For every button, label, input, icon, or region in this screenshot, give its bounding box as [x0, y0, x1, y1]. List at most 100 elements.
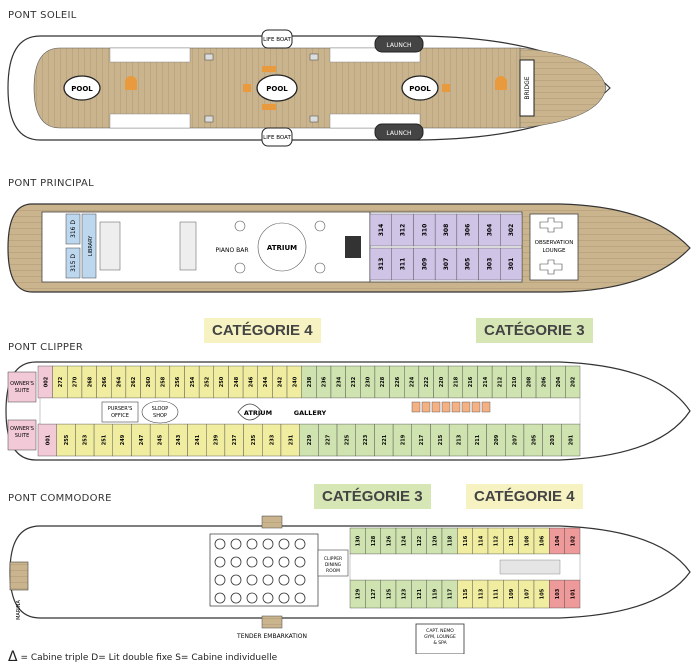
pool-center-label: POOL [266, 85, 288, 93]
cabin-label-216: 216 [468, 376, 474, 387]
cabin-label-117: 117 [448, 588, 454, 599]
cabin-label-101: 101 [570, 588, 576, 599]
dining-table [230, 556, 242, 568]
cabin-label-256: 256 [175, 376, 181, 387]
cabin-label-246: 246 [248, 376, 254, 387]
cabin-label-258: 258 [161, 376, 167, 387]
dining-table [262, 592, 274, 604]
cabin-label-208: 208 [527, 376, 533, 387]
cabin-label-112: 112 [494, 535, 500, 546]
cabin-label-213: 213 [457, 434, 463, 445]
cabin-label-206: 206 [541, 376, 547, 387]
cabin-label-104: 104 [555, 535, 561, 546]
clipper-dining-label-2: DINING [325, 562, 342, 568]
cabin-label-217: 217 [419, 434, 425, 445]
cabin-label-311: 311 [400, 258, 407, 271]
cabin-label-312: 312 [400, 224, 407, 237]
sloop-label: SLOOP [152, 406, 169, 412]
cabin-label-124: 124 [402, 535, 408, 546]
dining-table [278, 574, 290, 586]
cabin-label-307: 307 [443, 258, 450, 271]
cabin-label-106: 106 [540, 535, 546, 546]
cabin-label-130: 130 [356, 535, 362, 546]
cabin-label-218: 218 [453, 376, 459, 387]
pool-right-label: POOL [409, 85, 431, 93]
pursers-label-2: OFFICE [111, 413, 129, 419]
cabin-label-234: 234 [336, 376, 342, 387]
dining-table [214, 538, 226, 550]
cabin-label-252: 252 [204, 376, 210, 387]
cabin-label-227: 227 [326, 434, 332, 445]
cabin-label-119: 119 [432, 588, 438, 599]
dining-table [294, 538, 306, 550]
clipper-dining-label-3: ROOM [326, 568, 340, 574]
marina-label: MARINA [16, 599, 22, 619]
spa-label-2: GYM, LOUNGE [424, 634, 456, 640]
cabin-label-314: 314 [378, 224, 385, 237]
cabin-label-214: 214 [483, 376, 489, 387]
cabin-label-202: 202 [571, 376, 577, 387]
cabin-301 [500, 247, 523, 281]
cabin-label-115: 115 [463, 588, 469, 599]
dining-table [214, 556, 226, 568]
cabin-label-254: 254 [190, 376, 196, 387]
cabin-label-120: 120 [432, 535, 438, 546]
cabin-label-220: 220 [439, 376, 445, 387]
cabin-label-268: 268 [87, 376, 93, 387]
cabin-label-126: 126 [386, 535, 392, 546]
suite-315 [65, 247, 81, 279]
cabin-label-108: 108 [524, 535, 530, 546]
cabin-label-212: 212 [497, 376, 503, 387]
cabin-label-127: 127 [371, 588, 377, 599]
cabin-label-270: 270 [73, 376, 79, 387]
cabin-label-222: 222 [424, 376, 430, 387]
cabin-label-262: 262 [131, 376, 137, 387]
cabin-label-237: 237 [232, 434, 238, 445]
cabin-label-247: 247 [139, 434, 145, 445]
lifeboat-top-label: LIFE BOAT [263, 37, 291, 43]
cabin-label-230: 230 [366, 376, 372, 387]
cabin-302 [500, 213, 523, 247]
deck-commodore-plan: MARINA CLIPPER DINING ROOM TENDER EMBARK… [9, 515, 691, 654]
cabin-label-224: 224 [410, 376, 416, 387]
cabin-label-215: 215 [438, 434, 444, 445]
legend-text: = Cabine triple D= Lit double fixe S= Ca… [20, 653, 278, 663]
bridge-label: BRIDGE [524, 76, 531, 99]
cabin-label-235: 235 [251, 434, 257, 445]
dining-table [262, 556, 274, 568]
owners-suite-bottom-label: OWNER'S [10, 426, 34, 432]
dining-table [278, 592, 290, 604]
cabin-label-002: 002 [43, 376, 49, 387]
category-3-commodore: CATÉGORIE 3 [314, 484, 431, 509]
dining-table [246, 538, 258, 550]
category-4-commodore: CATÉGORIE 4 [466, 484, 583, 509]
cabin-label-109: 109 [509, 588, 515, 599]
cabin-label-210: 210 [512, 376, 518, 387]
category-4-clipper: CATÉGORIE 4 [204, 318, 321, 343]
dining-table [246, 592, 258, 604]
cabin-label-303: 303 [486, 258, 493, 271]
legend: Δ = Cabine triple D= Lit double fixe S= … [8, 649, 277, 665]
cabin-label-105: 105 [540, 588, 546, 599]
cabin-label-310: 310 [421, 224, 428, 237]
cabin-label-238: 238 [307, 376, 313, 387]
cabin-label-118: 118 [448, 535, 454, 546]
cabin-label-211: 211 [475, 434, 481, 445]
cabin-label-233: 233 [270, 434, 276, 445]
cabin-label-219: 219 [400, 434, 406, 445]
cabin-label-308: 308 [443, 224, 450, 237]
cabin-label-243: 243 [176, 434, 182, 445]
spa-label: CAPT. NEMO [426, 628, 454, 634]
cabin-label-241: 241 [195, 434, 201, 445]
tender-label: TENDER EMBARKATION [236, 633, 307, 640]
cabin-label-239: 239 [214, 434, 220, 445]
launch-top-label: LAUNCH [386, 42, 411, 49]
dining-table [246, 556, 258, 568]
